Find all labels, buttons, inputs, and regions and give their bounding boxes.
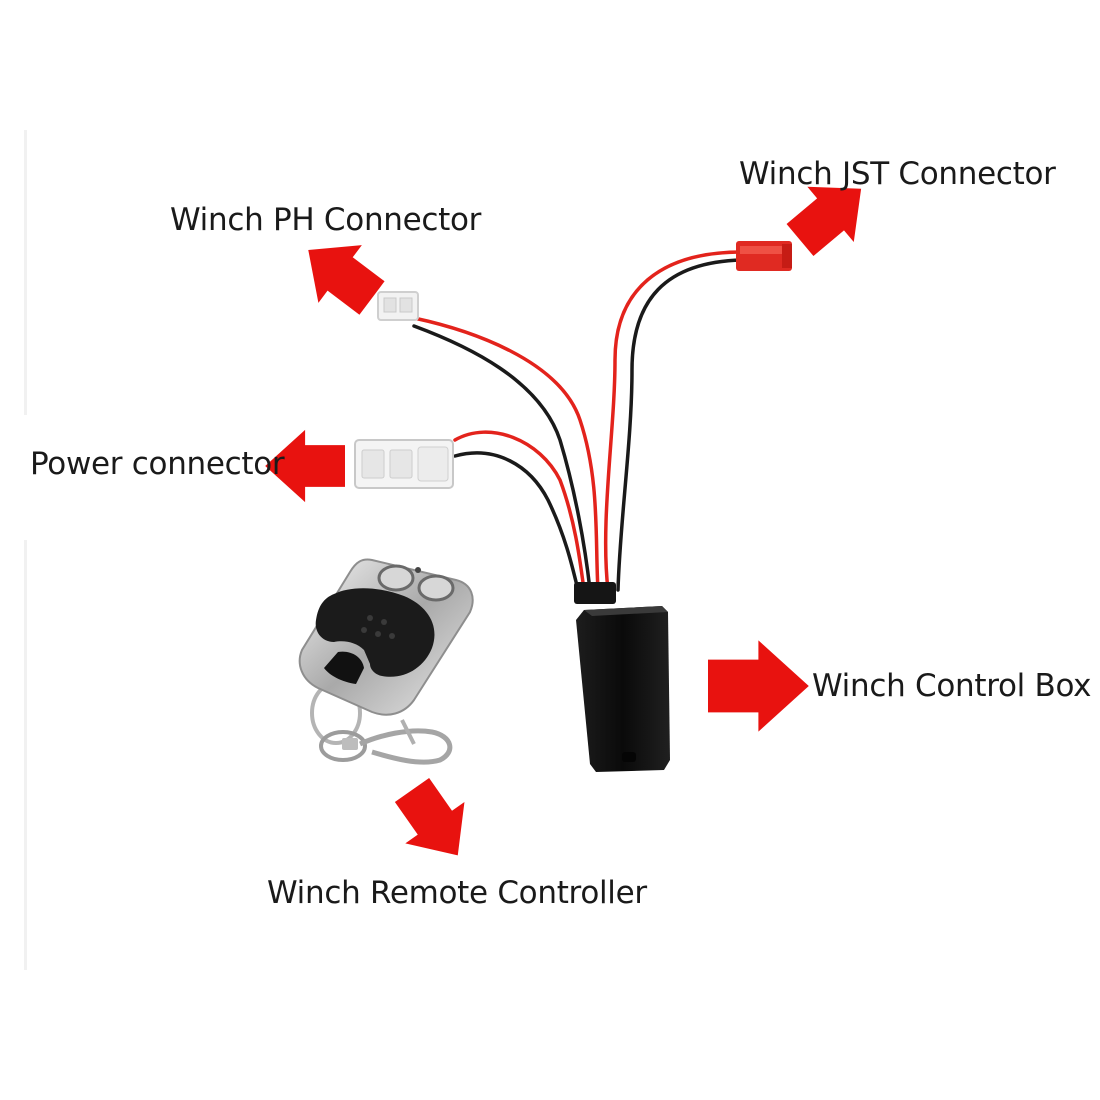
wire-jst-black: [616, 258, 744, 592]
arrow-icon: [308, 245, 385, 315]
arrow-icon: [265, 429, 345, 503]
label-winch-jst-connector: Winch JST Connector: [739, 156, 1056, 192]
left-edge-line: [24, 130, 27, 415]
arrow-icon: [708, 640, 809, 732]
wire-jst-red: [603, 250, 744, 592]
wire-ph-black: [412, 324, 592, 592]
wire-ph-red: [412, 316, 600, 592]
left-edge-line: [24, 540, 27, 970]
arrow-icon: [786, 186, 862, 257]
wire-power-black: [453, 451, 580, 592]
label-power-connector: Power connector: [30, 446, 285, 482]
ph-connector: [377, 291, 419, 321]
power-connector: [354, 439, 454, 489]
arrow-icon: [265, 186, 862, 856]
control-box: [574, 582, 670, 772]
label-winch-ph-connector: Winch PH Connector: [170, 202, 482, 238]
wire-bundle: [412, 250, 744, 592]
jst-connector: [736, 241, 792, 271]
remote-controller: [298, 558, 474, 765]
arrow-icon: [394, 778, 465, 856]
label-winch-remote-controller: Winch Remote Controller: [267, 875, 647, 911]
wire-power-red: [453, 430, 586, 592]
label-winch-control-box: Winch Control Box: [812, 668, 1092, 704]
